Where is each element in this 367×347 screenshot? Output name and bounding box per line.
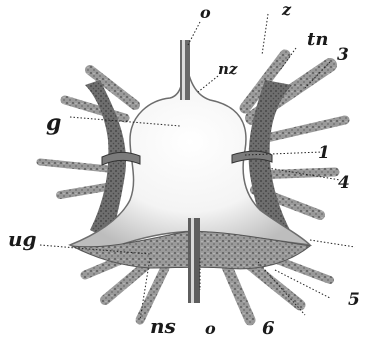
label-1: 1 [318,143,330,163]
label-o-top: o [200,3,211,22]
label-nz: nz [218,60,238,78]
label-z: z [281,0,292,19]
label-g: g [46,110,61,136]
label-ns: ns [150,314,176,338]
label-tn: tn [307,29,328,50]
label-3: 3 [337,45,349,65]
label-6: 6 [262,318,275,339]
label-o-bottom: o [205,319,216,338]
label-5: 5 [348,290,360,310]
label-ug: ug [8,227,37,251]
label-4: 4 [338,173,350,193]
